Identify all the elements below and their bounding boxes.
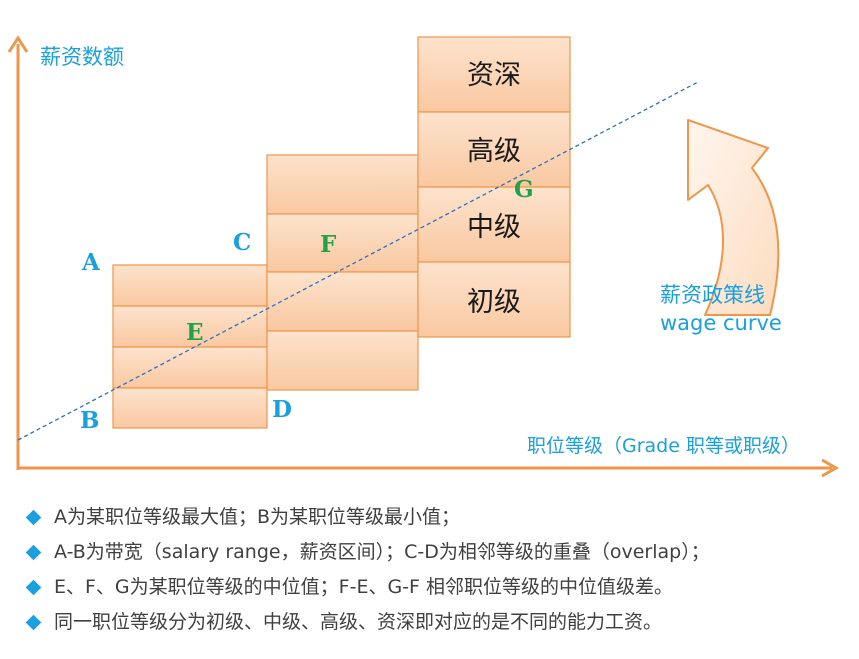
note-text: A为某职位等级最大值；B为某职位等级最小值；: [54, 506, 461, 528]
note-item: A-B为带宽（salary range，薪资区间）；C-D为相邻等级的重叠（ov…: [22, 535, 852, 570]
note-item: E、F、G为某职位等级的中位值；F-E、G-F 相邻职位等级的中位值级差。: [22, 570, 852, 605]
wage-curve-line: [17, 81, 699, 441]
curved-arrow-icon: [687, 119, 780, 316]
point-label-b: B: [80, 407, 99, 434]
wage-curve-label-en: wage curve: [660, 311, 782, 335]
band1-tier-2: [112, 305, 268, 348]
band2-tier-3: [266, 271, 419, 332]
band1-tier-1: [112, 264, 268, 307]
band3-tier-high: [417, 111, 571, 188]
point-label-a: A: [81, 249, 101, 276]
midpoint-label-g: G: [514, 176, 534, 203]
point-label-c: C: [233, 229, 251, 256]
band1-tier-4: [112, 387, 268, 429]
diamond-bullet-icon: [25, 614, 42, 631]
diamond-bullet-icon: [25, 544, 42, 561]
band1-tier-3: [112, 346, 268, 389]
tier-label-high: 高级: [467, 136, 521, 167]
grade-band-3: [417, 36, 571, 338]
band3-tier-junior: [417, 261, 571, 338]
note-item: A为某职位等级最大值；B为某职位等级最小值；: [22, 500, 852, 535]
band2-tier-2: [266, 213, 419, 273]
note-text: 同一职位等级分为初级、中级、高级、资深即对应的是不同的能力工资。: [54, 611, 663, 633]
axes: [7, 35, 840, 478]
band2-tier-1: [266, 154, 419, 215]
point-label-d: D: [272, 396, 292, 423]
x-axis-label: 职位等级（Grade 职等或职级）: [527, 435, 800, 457]
wage-curve-label-cn: 薪资政策线: [660, 283, 765, 307]
note-text: E、F、G为某职位等级的中位值；F-E、G-F 相邻职位等级的中位值级差。: [54, 576, 673, 598]
x-axis-arrow: [821, 458, 840, 478]
salary-structure-diagram: 资深 高级 中级 初级 薪资数额 职位等级（Grade 职等或职级） A B C…: [7, 35, 840, 478]
band2-tier-4: [266, 330, 419, 391]
tier-label-senior: 资深: [467, 60, 521, 91]
diamond-bullet-icon: [25, 579, 42, 596]
tier-label-mid: 中级: [467, 212, 521, 243]
midpoint-label-e: E: [186, 319, 204, 346]
y-axis-arrow: [7, 35, 29, 53]
grade-band-2: [266, 154, 419, 391]
midpoint-label-f: F: [320, 231, 337, 258]
note-item: 同一职位等级分为初级、中级、高级、资深即对应的是不同的能力工资。: [22, 605, 852, 640]
note-text: A-B为带宽（salary range，薪资区间）；C-D为相邻等级的重叠（ov…: [54, 541, 710, 563]
grade-band-1: [112, 264, 268, 429]
diamond-bullet-icon: [25, 509, 42, 526]
y-axis-label: 薪资数额: [40, 45, 124, 69]
tier-label-junior: 初级: [467, 287, 521, 318]
notes-list: A为某职位等级最大值；B为某职位等级最小值； A-B为带宽（salary ran…: [22, 500, 852, 640]
band3-tier-mid: [417, 186, 571, 263]
